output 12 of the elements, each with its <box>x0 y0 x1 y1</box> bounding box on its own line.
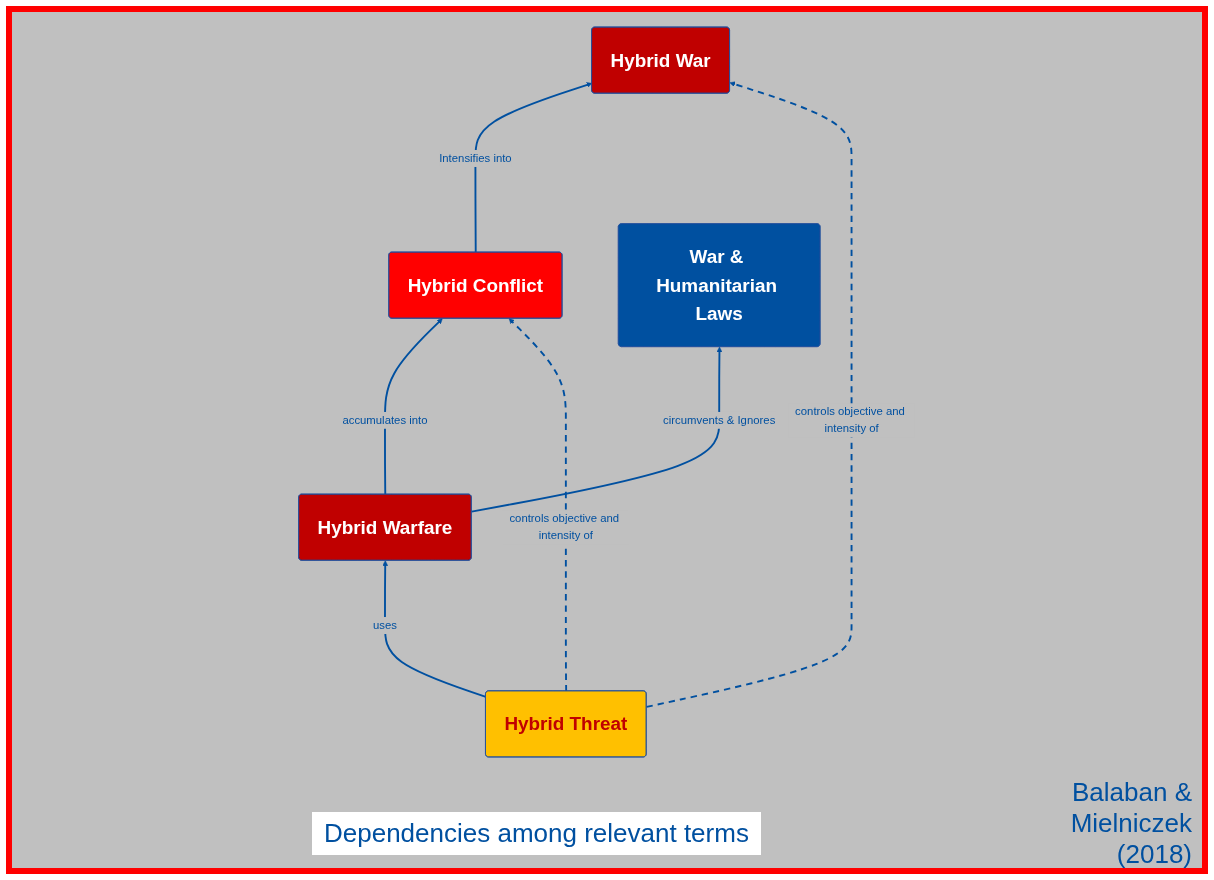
citation-note: Balaban & Mielniczek (2018) <box>1069 777 1192 870</box>
arrow <box>474 82 593 254</box>
edge-label: accumulates into <box>342 413 428 427</box>
arrow <box>646 81 853 708</box>
edge-label: controls objective and intensity of <box>795 405 906 435</box>
arrow <box>384 318 444 496</box>
edge-label: uses <box>373 618 398 632</box>
edge-label: controls objective and intensity of <box>509 512 620 542</box>
edge-label: circumvents & Ignores <box>663 413 776 427</box>
caption: Dependencies among relevant terms <box>312 812 761 855</box>
arrow <box>471 346 723 513</box>
edge-label: Intensifies into <box>439 151 513 165</box>
